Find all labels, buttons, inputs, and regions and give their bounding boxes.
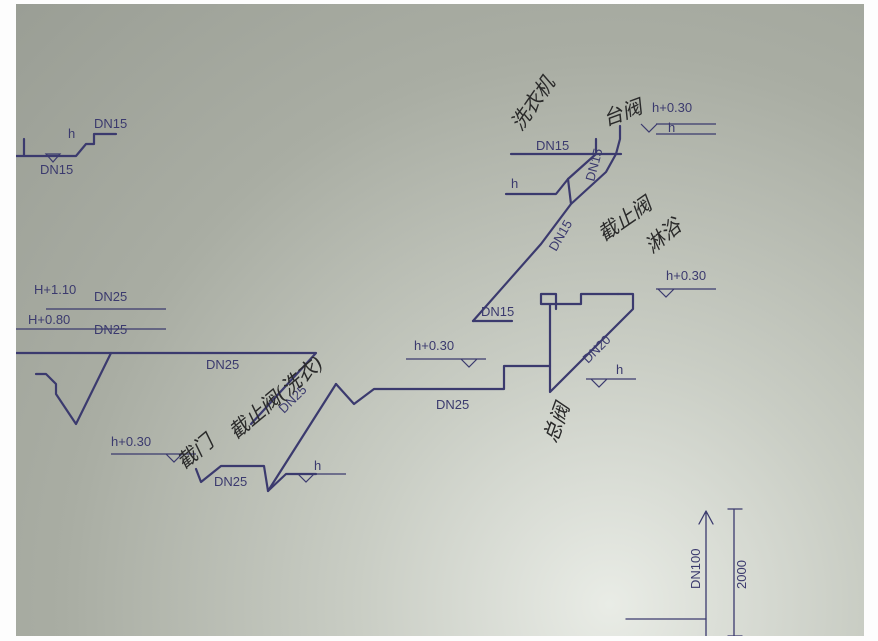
label-dn25-c: DN25: [206, 357, 239, 372]
drawing-photo: DN15 h DN15 H+1.10 DN25 H+0.80 DN25 DN25…: [16, 4, 864, 636]
level-marker-5: [406, 358, 486, 368]
pipe-left-main: [16, 351, 113, 426]
handwriting-bottom-mid: 总阀: [538, 397, 575, 446]
label-h-plus-030-right: h+0.30: [666, 268, 706, 283]
level-marker-9: [586, 378, 636, 388]
label-dn25-a: DN25: [94, 289, 127, 304]
pipe-center-run: [334, 292, 635, 406]
label-dn15-left: DN15: [40, 162, 73, 177]
handwriting-top-valve: 洗衣机: [505, 71, 560, 135]
pipe-right-box: [539, 292, 620, 368]
label-dn20: DN20: [580, 332, 614, 366]
label-dn15-upper-b: DN15: [582, 147, 605, 183]
handwriting-shower: 淋浴: [640, 212, 688, 257]
pipe-lower-mid: [266, 472, 318, 493]
dimension-line-2: [727, 508, 743, 636]
label-h-plus-110: H+1.10: [34, 282, 76, 297]
label-h-right-bottom: h: [616, 362, 623, 377]
label-h-right-top: h: [668, 120, 675, 135]
dimension-line: [698, 510, 714, 636]
label-h-mid: h: [314, 458, 321, 473]
label-h-top-left: h: [68, 126, 75, 141]
label-h-plus-030-mid: h+0.30: [414, 338, 454, 353]
label-dn15-diag: DN15: [546, 217, 576, 253]
level-marker-6: [286, 473, 346, 483]
pipe-diagram: DN15 h DN15 H+1.10 DN25 H+0.80 DN25 DN25…: [16, 71, 749, 636]
pipe-lower-left: [194, 382, 338, 493]
level-marker-4: [111, 453, 196, 463]
level-marker-7: [640, 123, 716, 135]
label-dn15-upper: DN15: [536, 138, 569, 153]
label-dn25-f: DN25: [436, 397, 469, 412]
label-dn100: DN100: [688, 549, 703, 589]
handwriting-bottom-left-a: 截门: [172, 428, 220, 474]
pipe-left-branch: [109, 351, 318, 426]
label-dn25-e: DN25: [214, 474, 247, 489]
level-marker-8: [656, 288, 716, 298]
label-dim-2000: 2000: [734, 560, 749, 589]
label-dn25-b: DN25: [94, 322, 127, 337]
level-marker-1: [44, 153, 62, 163]
pipe-top-left: [16, 132, 118, 158]
handwriting-top-right: 台阀: [600, 93, 649, 130]
label-h-plus-080: H+0.80: [28, 312, 70, 327]
label-h-upper-mid: h: [511, 176, 518, 191]
label-h-plus-030-right-top: h+0.30: [652, 100, 692, 115]
label-dn15-top-left: DN15: [94, 116, 127, 131]
label-h-plus-030-left: h+0.30: [111, 434, 151, 449]
handwriting-bottom-left-b: 截止阀(洗衣): [224, 351, 328, 444]
label-dn15-mid: DN15: [481, 304, 514, 319]
